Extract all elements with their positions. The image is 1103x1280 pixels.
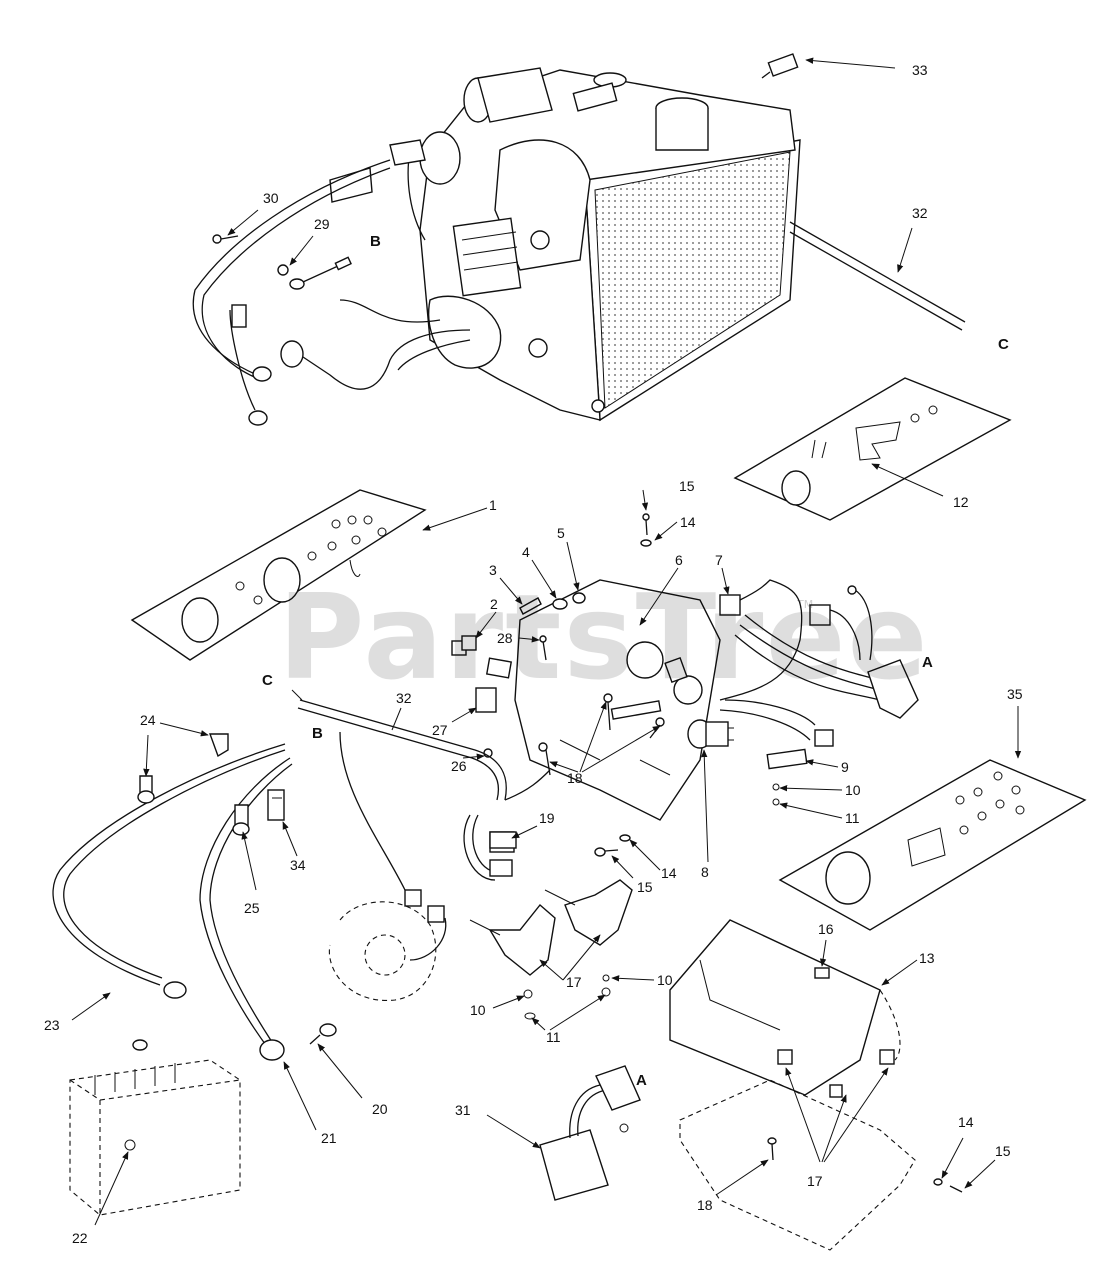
- callout: 5: [557, 525, 565, 541]
- battery-cables: [52, 743, 293, 1061]
- clips: [137, 733, 285, 836]
- screw-14-15-mid: [594, 834, 631, 857]
- callout: 26: [451, 758, 467, 774]
- callout: 21: [321, 1130, 337, 1146]
- callout: 29: [314, 216, 330, 232]
- decal-1: [130, 489, 427, 661]
- screw-14-15-upper: [640, 513, 652, 547]
- callout: 4: [522, 544, 530, 560]
- callout: 15: [637, 879, 653, 895]
- ref-letter: A: [636, 1072, 647, 1089]
- callout: 34: [290, 857, 306, 873]
- callout: 35: [1007, 686, 1023, 702]
- callout: 19: [539, 810, 555, 826]
- decal-12: [733, 377, 1012, 521]
- ref-letter: B: [312, 725, 323, 742]
- mount-plate-13: [669, 919, 916, 1251]
- callout: 14: [661, 865, 677, 881]
- callout: 3: [489, 562, 497, 578]
- brackets-17: [469, 879, 633, 1020]
- callout: 10: [657, 972, 673, 988]
- decal-35: [778, 759, 1087, 931]
- callout: 14: [680, 514, 696, 530]
- callout: 18: [567, 770, 583, 786]
- watermark-trademark: TM: [796, 598, 813, 611]
- screws-lower: [767, 1137, 963, 1193]
- bolt-20: [309, 1023, 337, 1045]
- battery-22: [69, 1039, 241, 1216]
- callout: 10: [470, 1002, 486, 1018]
- reference-letters: B C A C B A: [262, 233, 1009, 1089]
- callout: 11: [546, 1029, 561, 1045]
- harness-32-upper-b: [789, 231, 963, 331]
- callout: 13: [919, 950, 935, 966]
- harness-32-lower: [297, 699, 551, 923]
- harness-32-upper: [789, 221, 966, 323]
- rectifier-31: [539, 1065, 641, 1201]
- callout: 12: [953, 494, 969, 510]
- dash-bracket-6: [514, 579, 721, 821]
- callout: 11: [845, 810, 860, 826]
- callout: 27: [432, 722, 448, 738]
- callout: 9: [841, 759, 849, 775]
- callout: 2: [490, 596, 498, 612]
- bolt-30: [212, 234, 239, 244]
- callout: 30: [263, 190, 279, 206]
- callout: 24: [140, 712, 156, 728]
- callout: 14: [958, 1114, 974, 1130]
- callout: 16: [818, 921, 834, 937]
- callout: 33: [912, 62, 928, 78]
- switch-33: [761, 53, 799, 79]
- ground-cable-29: [277, 256, 352, 290]
- watermark: PartsTree: [278, 568, 930, 706]
- callout: 17: [566, 974, 582, 990]
- callout: 10: [845, 782, 861, 798]
- callout: 20: [372, 1101, 388, 1117]
- callout: 22: [72, 1230, 88, 1246]
- engine-assembly: [192, 67, 801, 426]
- harness-main: [719, 579, 919, 806]
- ref-letter: C: [262, 672, 273, 689]
- callout: 17: [807, 1173, 823, 1189]
- callout: 32: [912, 205, 928, 221]
- callout: 28: [497, 630, 513, 646]
- alternator: [328, 901, 447, 1001]
- callout: 18: [697, 1197, 713, 1213]
- ref-letter: C: [998, 336, 1009, 353]
- callout: 31: [455, 1102, 471, 1118]
- callout: 6: [675, 552, 683, 568]
- callout: 7: [715, 552, 723, 568]
- callout: 23: [44, 1017, 60, 1033]
- callout: 32: [396, 690, 412, 706]
- callout: 25: [244, 900, 260, 916]
- callout: 1: [489, 497, 497, 513]
- leader-lines: [71, 57, 1022, 1226]
- callout: 15: [995, 1143, 1011, 1159]
- callout: 8: [701, 864, 709, 880]
- callout: 15: [679, 478, 695, 494]
- switch-8: [687, 719, 734, 749]
- ref-letter: A: [922, 654, 933, 671]
- callout-labels: 33 30 29 32 12 15 14 1 5 4 3 6 7 2 28 35…: [44, 62, 1023, 1246]
- connector-19: [489, 831, 517, 849]
- ref-letter: B: [370, 233, 381, 250]
